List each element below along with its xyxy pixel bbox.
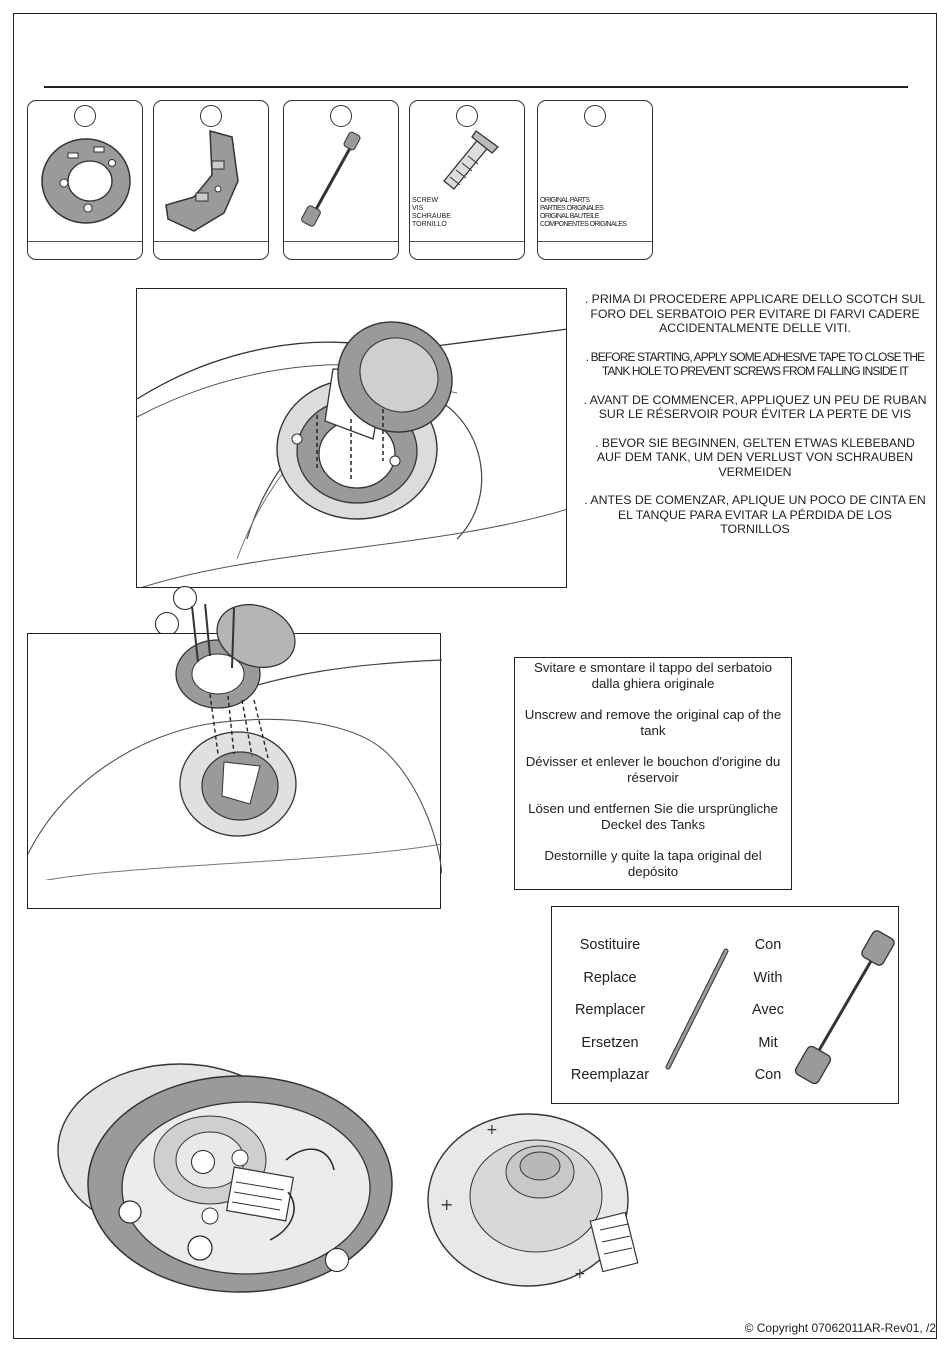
replace-pin-box: Sostituire Replace Remplacer Ersetzen Re… (551, 906, 899, 1104)
part-card-bracket (153, 100, 269, 260)
cap-with-pin-illustration: + + + (427, 1113, 639, 1287)
instruction-de: Lösen und entfernen Sie die ursprünglich… (528, 801, 778, 832)
instructions-remove-cap: Svitare e smontare il tappo del serbatoi… (514, 657, 792, 890)
replace-right-column: Con With Avec Mit Con (738, 929, 798, 1092)
part-card-divider (410, 241, 524, 242)
remove-cap-illustration (28, 604, 442, 880)
svg-text:+: + (574, 1266, 586, 1282)
instruction-es: . ANTES DE COMENZAR, APLIQUE UN POCO DE … (584, 493, 926, 536)
part-caption-original-parts: ORIGINAL PARTS PARTIES ORIGINALES ORIGIN… (540, 197, 627, 228)
instruction-fr: Dévisser et enlever le bouchon d'origine… (525, 754, 781, 785)
header-rule (44, 86, 908, 88)
replace-word: Replace (583, 969, 637, 986)
part-card-screw: SCREW VIS SCHRAUBE TORNILLO (409, 100, 525, 260)
step-circle (155, 612, 179, 636)
step-circle (191, 1150, 215, 1174)
part-card-divider (154, 241, 268, 242)
replace-word: Remplacer (574, 1002, 646, 1018)
part-caption-screw: SCREW VIS SCHRAUBE TORNILLO (412, 197, 451, 228)
part-card-divider (284, 241, 398, 242)
svg-text:+: + (486, 1122, 498, 1138)
instructions-tape: . PRIMA DI PROCEDERE APPLICARE DELLO SCO… (583, 292, 927, 551)
bracket-icon (165, 130, 239, 232)
part-card-divider (28, 241, 142, 242)
with-word: Mit (758, 1034, 778, 1051)
with-word: Con (754, 1067, 782, 1083)
svg-text:+: + (440, 1195, 453, 1214)
instruction-fr: . AVANT DE COMMENCER, APPLIQUEZ UN PEU D… (583, 392, 927, 422)
figure-tape-tank-hole (136, 288, 567, 588)
step-circle (325, 1248, 349, 1272)
pin-icon (301, 131, 361, 227)
flange-ring-icon (41, 138, 131, 224)
with-word: Con (754, 937, 782, 953)
part-number-circle (456, 105, 478, 127)
part-number-circle (74, 105, 96, 127)
instruction-es: Destornille y quite la tapa original del… (544, 848, 762, 879)
part-card-pin (283, 100, 399, 260)
figure-remove-cap (27, 604, 442, 909)
cap-ring-assembly-illustration (57, 1063, 393, 1293)
pin-comparison-illustration (665, 930, 895, 1085)
page-frame (13, 13, 937, 1339)
tank-tape-illustration (137, 321, 566, 587)
part-number-circle (584, 105, 606, 127)
instruction-it: . PRIMA DI PROCEDERE APPLICARE DELLO SCO… (584, 292, 926, 335)
part-number-circle (200, 105, 222, 127)
instruction-en: . BEFORE STARTING, APPLY SOME ADHESIVE T… (585, 349, 925, 379)
replace-word: Ersetzen (581, 1034, 639, 1051)
instruction-it: Svitare e smontare il tappo del serbatoi… (533, 660, 772, 691)
with-word: With (753, 969, 783, 986)
part-card-flange (27, 100, 143, 260)
instruction-de: . BEVOR SIE BEGINNEN, GELTEN ETWAS KLEBE… (595, 435, 915, 479)
with-word: Avec (752, 1002, 784, 1018)
part-card-original-parts: ORIGINAL PARTS PARTIES ORIGINALES ORIGIN… (537, 100, 653, 260)
part-number-circle (330, 105, 352, 127)
screw-icon (443, 130, 499, 190)
part-card-divider (538, 241, 652, 242)
replace-left-column: Sostituire Replace Remplacer Ersetzen Re… (558, 929, 662, 1092)
copyright-footer: © Copyright 07062011AR-Rev01, /2 (744, 1321, 936, 1335)
replace-word: Sostituire (579, 937, 641, 953)
replace-word: Reemplazar (570, 1067, 650, 1083)
instruction-en: Unscrew and remove the original cap of t… (524, 707, 782, 738)
